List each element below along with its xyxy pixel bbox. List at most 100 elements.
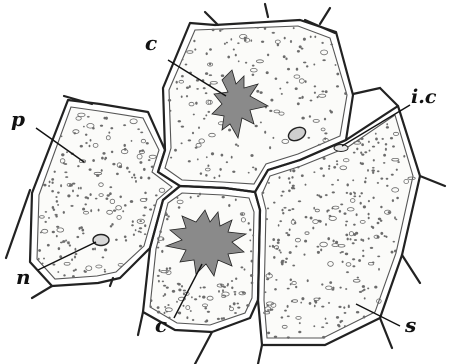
granule (140, 220, 142, 222)
granule (144, 192, 146, 194)
granule (252, 167, 254, 168)
granule (322, 91, 325, 93)
granule (362, 255, 364, 257)
granule (396, 197, 398, 199)
granule (369, 150, 371, 152)
granule (209, 48, 212, 50)
granule (368, 238, 370, 240)
granule (111, 127, 114, 129)
granule (332, 192, 335, 194)
granule (138, 231, 141, 233)
granule (320, 167, 323, 169)
granule (40, 232, 42, 233)
granule (59, 255, 62, 258)
granule (372, 172, 374, 174)
granule (260, 122, 262, 124)
granule (269, 146, 271, 149)
granule (126, 167, 128, 170)
granule (266, 71, 269, 74)
granule (200, 173, 202, 175)
granule (251, 260, 253, 263)
granule (158, 242, 159, 244)
granule (191, 296, 192, 298)
granule (234, 312, 237, 314)
granule (95, 198, 97, 199)
granule (109, 192, 111, 195)
granule (385, 148, 387, 151)
granule (170, 157, 172, 159)
granule (392, 199, 394, 202)
granule (140, 132, 143, 133)
granule (161, 250, 163, 253)
granule (390, 137, 393, 139)
granule (359, 291, 362, 293)
granule (381, 232, 384, 235)
granule (157, 247, 159, 249)
granule (101, 157, 103, 160)
granule (279, 249, 281, 251)
granule (385, 143, 387, 145)
granule (202, 296, 205, 299)
granule (368, 141, 370, 143)
granule (287, 337, 290, 339)
granule (281, 317, 283, 319)
granule (252, 65, 254, 67)
granule (205, 307, 207, 309)
granule (284, 37, 286, 39)
granule (281, 260, 284, 262)
granule (273, 202, 275, 204)
granule (368, 213, 370, 215)
granule (75, 253, 78, 255)
granule (269, 110, 272, 112)
granule (314, 325, 316, 327)
granule (325, 90, 328, 93)
granule (197, 159, 198, 161)
granule (387, 123, 388, 125)
granule (158, 280, 160, 282)
granule (391, 251, 394, 254)
granule (221, 29, 223, 30)
granule (372, 146, 375, 148)
granule (261, 41, 264, 43)
granule (144, 234, 146, 235)
granule (267, 332, 270, 334)
granule (174, 149, 177, 152)
granule (301, 302, 302, 304)
granule (336, 163, 338, 165)
granule (56, 196, 58, 198)
granule (304, 240, 307, 243)
granule (315, 301, 317, 304)
granule (65, 176, 68, 177)
granule (72, 190, 74, 193)
granule (157, 306, 160, 308)
granule (226, 161, 228, 163)
granule (116, 173, 119, 175)
granule (217, 318, 220, 320)
granule (360, 202, 362, 205)
granule (292, 169, 295, 172)
granule (128, 171, 130, 173)
granule (224, 43, 226, 45)
granule (381, 178, 384, 180)
granule (340, 252, 342, 253)
granule (182, 59, 184, 61)
granule (268, 272, 270, 275)
label-s: s (404, 313, 416, 337)
granule (69, 245, 71, 247)
granule (139, 245, 142, 247)
label-ic: i.c (411, 86, 437, 108)
granule (345, 288, 347, 290)
granule (137, 129, 139, 130)
granule (56, 226, 59, 228)
granule (353, 265, 356, 267)
granule (226, 42, 228, 43)
granule (265, 292, 267, 293)
granule (393, 241, 395, 242)
granule (365, 177, 367, 179)
granule (352, 180, 354, 182)
granule (101, 169, 103, 171)
granule (102, 257, 104, 259)
granule (314, 172, 316, 173)
granule (301, 48, 303, 50)
granule (378, 268, 379, 271)
